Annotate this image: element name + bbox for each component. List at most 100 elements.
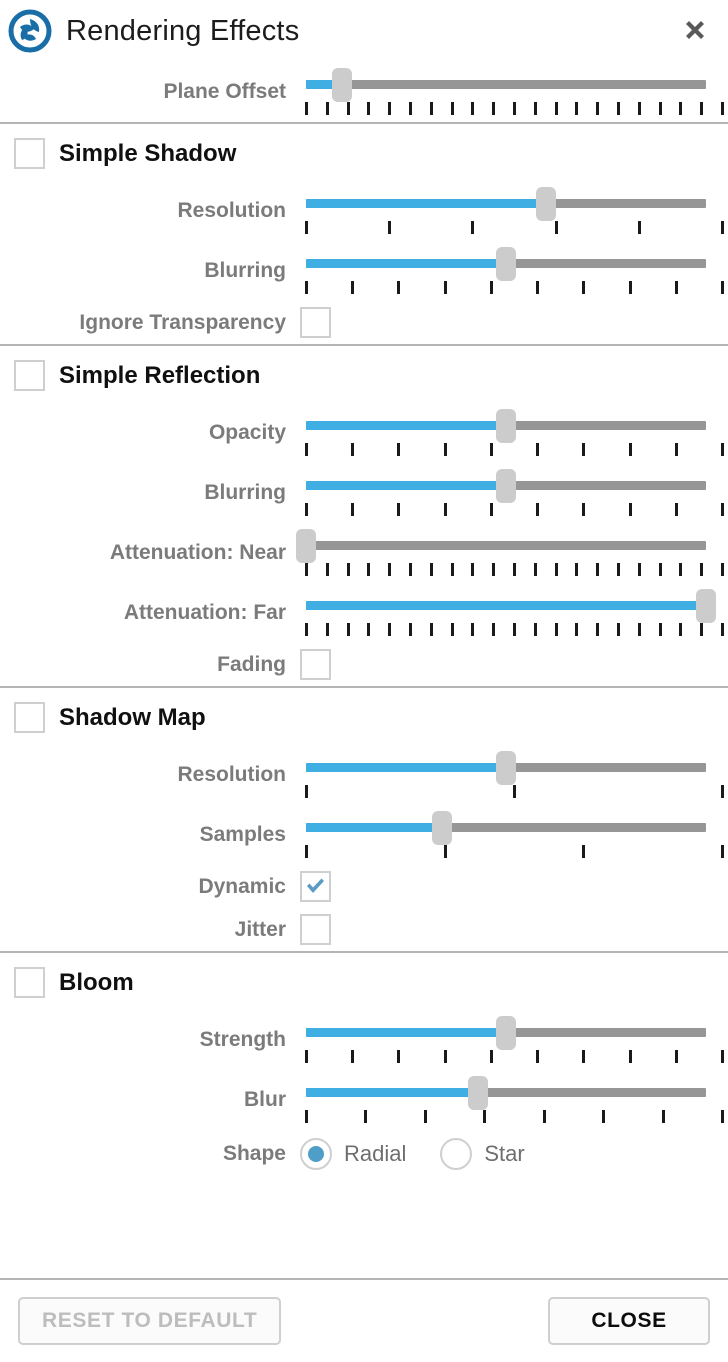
slider-handle[interactable] xyxy=(432,811,452,845)
slider-tick xyxy=(397,443,401,456)
slider-handle[interactable] xyxy=(536,187,556,221)
slider-samples[interactable] xyxy=(300,805,712,845)
slider-tick xyxy=(637,563,641,576)
slider-plane-offset[interactable] xyxy=(300,62,712,102)
slider-tick xyxy=(429,623,433,636)
slider-attenuation-far[interactable] xyxy=(300,583,716,623)
slider-track[interactable] xyxy=(306,823,706,832)
slider-blurring[interactable] xyxy=(300,241,712,281)
slider-tick xyxy=(471,221,475,234)
slider-tick xyxy=(617,623,620,636)
slider-track[interactable] xyxy=(306,1088,706,1097)
checkbox-label-fading: Fading xyxy=(217,653,286,676)
slider-handle[interactable] xyxy=(696,589,716,623)
checkbox-fading[interactable] xyxy=(300,649,331,680)
slider-resolution[interactable] xyxy=(300,181,712,221)
slider-handle[interactable] xyxy=(496,1016,516,1050)
slider-handle[interactable] xyxy=(496,409,516,443)
slider-handle[interactable] xyxy=(296,529,316,563)
slider-tick xyxy=(637,102,641,115)
checkbox-jitter[interactable] xyxy=(300,914,331,945)
slider-tick xyxy=(388,563,392,576)
slider-tick xyxy=(536,1050,540,1063)
slider-tick xyxy=(582,503,586,516)
slider-blur[interactable] xyxy=(300,1070,712,1110)
footer-divider xyxy=(0,1278,728,1280)
slider-tick xyxy=(397,281,401,294)
slider-tick xyxy=(351,1050,355,1063)
slider-tick xyxy=(513,563,516,576)
slider-wrap xyxy=(300,1070,728,1130)
slider-tick xyxy=(674,443,678,456)
slider-tick xyxy=(397,1050,401,1063)
slider-tick xyxy=(364,1110,368,1123)
close-button[interactable]: CLOSE xyxy=(548,1297,710,1345)
slider-label-resolution: Resolution xyxy=(177,199,287,222)
slider-attenuation-near[interactable] xyxy=(296,523,712,563)
checkbox-dynamic[interactable] xyxy=(300,871,331,902)
slider-tick xyxy=(674,503,678,516)
slider-tick xyxy=(367,623,371,636)
slider-tick xyxy=(554,623,558,636)
radio-button-star[interactable] xyxy=(440,1138,473,1170)
slider-blurring[interactable] xyxy=(300,463,712,503)
radio-option-star[interactable]: Star xyxy=(440,1138,525,1170)
radio-button-radial[interactable] xyxy=(300,1138,332,1170)
slider-tick xyxy=(700,563,704,576)
checkbox-row-dynamic: Dynamic xyxy=(0,865,728,908)
section-checkbox-bloom[interactable] xyxy=(14,967,45,998)
slider-tick xyxy=(628,503,632,516)
slider-track-fill xyxy=(306,601,706,610)
section-checkbox-shadow-map[interactable] xyxy=(14,702,45,733)
slider-ticks xyxy=(305,785,724,799)
slider-tick xyxy=(409,102,412,115)
slider-tick xyxy=(305,221,308,234)
slider-tick xyxy=(679,102,683,115)
slider-resolution[interactable] xyxy=(300,745,712,785)
slider-tick xyxy=(628,443,632,456)
slider-tick xyxy=(325,102,329,115)
slider-ticks xyxy=(305,281,724,295)
footer-bar: RESET TO DEFAULT CLOSE xyxy=(0,1280,728,1362)
section-header-simple-reflection: Simple Reflection xyxy=(0,346,728,403)
slider-tick xyxy=(346,563,350,576)
slider-tick xyxy=(536,503,540,516)
slider-tick xyxy=(489,281,493,294)
page-title: Rendering Effects xyxy=(66,14,300,47)
slider-ticks xyxy=(305,1110,724,1124)
slider-track[interactable] xyxy=(306,541,706,550)
slider-tick xyxy=(367,563,371,576)
slider-track-fill xyxy=(306,421,506,430)
section-title-shadow-map: Shadow Map xyxy=(59,703,206,731)
slider-track-fill xyxy=(306,1028,506,1037)
radio-option-radial[interactable]: Radial xyxy=(300,1138,406,1170)
close-icon[interactable] xyxy=(678,14,712,48)
slider-tick xyxy=(554,221,558,234)
slider-tick xyxy=(700,623,704,636)
radio-group-label: Shape xyxy=(222,1142,286,1165)
slider-opacity[interactable] xyxy=(300,403,712,443)
slider-tick xyxy=(582,281,586,294)
reset-to-default-button[interactable]: RESET TO DEFAULT xyxy=(18,1297,282,1345)
slider-tick xyxy=(351,281,355,294)
slider-track[interactable] xyxy=(306,80,706,89)
checkbox-ignore-transparency[interactable] xyxy=(300,307,331,338)
slider-tick xyxy=(492,102,496,115)
slider-tick xyxy=(674,281,678,294)
section-checkbox-simple-reflection[interactable] xyxy=(14,360,45,391)
slider-handle[interactable] xyxy=(496,751,516,785)
slider-handle[interactable] xyxy=(496,247,516,281)
slider-handle[interactable] xyxy=(496,469,516,503)
slider-handle[interactable] xyxy=(332,68,352,102)
slider-strength[interactable] xyxy=(300,1010,712,1050)
slider-handle[interactable] xyxy=(468,1076,488,1110)
slider-tick xyxy=(305,443,308,456)
paraview-logo-icon xyxy=(8,9,52,53)
slider-tick xyxy=(443,443,447,456)
slider-tick xyxy=(536,281,540,294)
section-checkbox-simple-shadow[interactable] xyxy=(14,138,45,169)
slider-tick xyxy=(443,503,447,516)
section-divider xyxy=(0,686,728,688)
